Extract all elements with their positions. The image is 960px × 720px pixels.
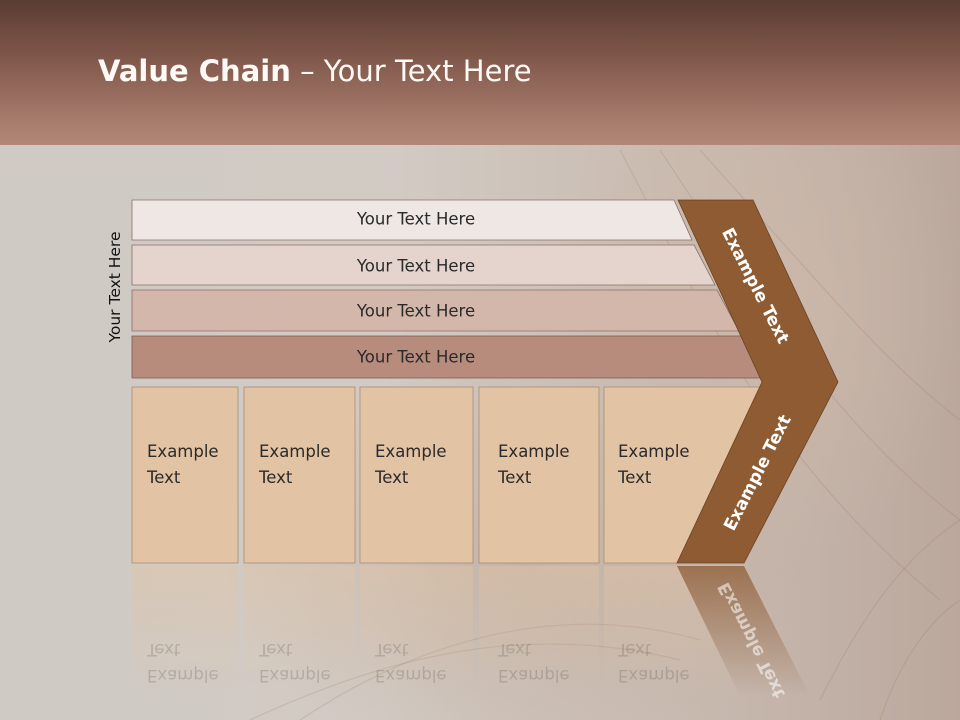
row-label-3: Your Text Here [356,301,476,321]
side-axis-label: Your Text Here [106,231,124,343]
title-bar [0,0,960,145]
column-label-2-line2: Text [259,468,293,487]
column-reflection-2 [244,566,355,696]
column-label-reflection-2-line1: Example [259,666,331,685]
row-bar-2 [131,244,716,286]
column-label-reflection-5-line2: Text [618,640,652,659]
column-label-reflection-3-line1: Example [375,666,447,685]
column-label-reflection-4-line2: Text [498,640,532,659]
column-reflection-3 [360,566,473,696]
row-label-1: Your Text Here [356,209,476,229]
column-box-2 [243,386,356,564]
column-box-4 [478,386,600,564]
column-label-reflection-3-line2: Text [375,640,409,659]
column-box-3 [359,386,474,564]
column-label-2-line1: Example [259,442,331,461]
column-label-reflection-4-line1: Example [498,666,570,685]
column-label-1-line2: Text [147,468,181,487]
row-label-2: Your Text Here [356,256,476,276]
row-label-4: Your Text Here [356,347,476,367]
row-bar-1 [131,199,693,241]
column-label-4: Example Text [498,439,570,491]
slide-title-rest: – Your Text Here [290,54,532,88]
column-label-1: Example Text [147,439,219,491]
column-label-reflection-1-line1: Example [147,666,219,685]
slide-title: Value Chain – Your Text Here [98,54,532,88]
column-reflection-1 [132,566,238,696]
column-label-reflection-2-line2: Text [259,640,293,659]
column-label-reflection-3: Example Text [375,636,447,688]
value-chain-arrow [676,199,839,564]
column-label-1-line1: Example [147,442,219,461]
column-label-reflection-4: Example Text [498,636,570,688]
arrow-reflection [677,566,810,696]
column-label-reflection-2: Example Text [259,636,331,688]
column-label-5-line1: Example [618,442,690,461]
column-label-2: Example Text [259,439,331,491]
column-label-reflection-1-line2: Text [147,640,181,659]
column-box-1 [131,386,239,564]
column-label-reflection-1: Example Text [147,636,219,688]
column-label-reflection-5: Example Text [618,636,690,688]
column-label-reflection-5-line1: Example [618,666,690,685]
column-label-3: Example Text [375,439,447,491]
column-label-5-line2: Text [618,468,652,487]
column-label-5: Example Text [618,439,690,491]
column-label-4-line2: Text [498,468,532,487]
column-label-3-line2: Text [375,468,409,487]
column-label-3-line1: Example [375,442,447,461]
column-reflection-5 [604,566,740,696]
column-label-4-line1: Example [498,442,570,461]
slide-title-bold: Value Chain [98,54,291,88]
column-reflection-4 [479,566,599,696]
